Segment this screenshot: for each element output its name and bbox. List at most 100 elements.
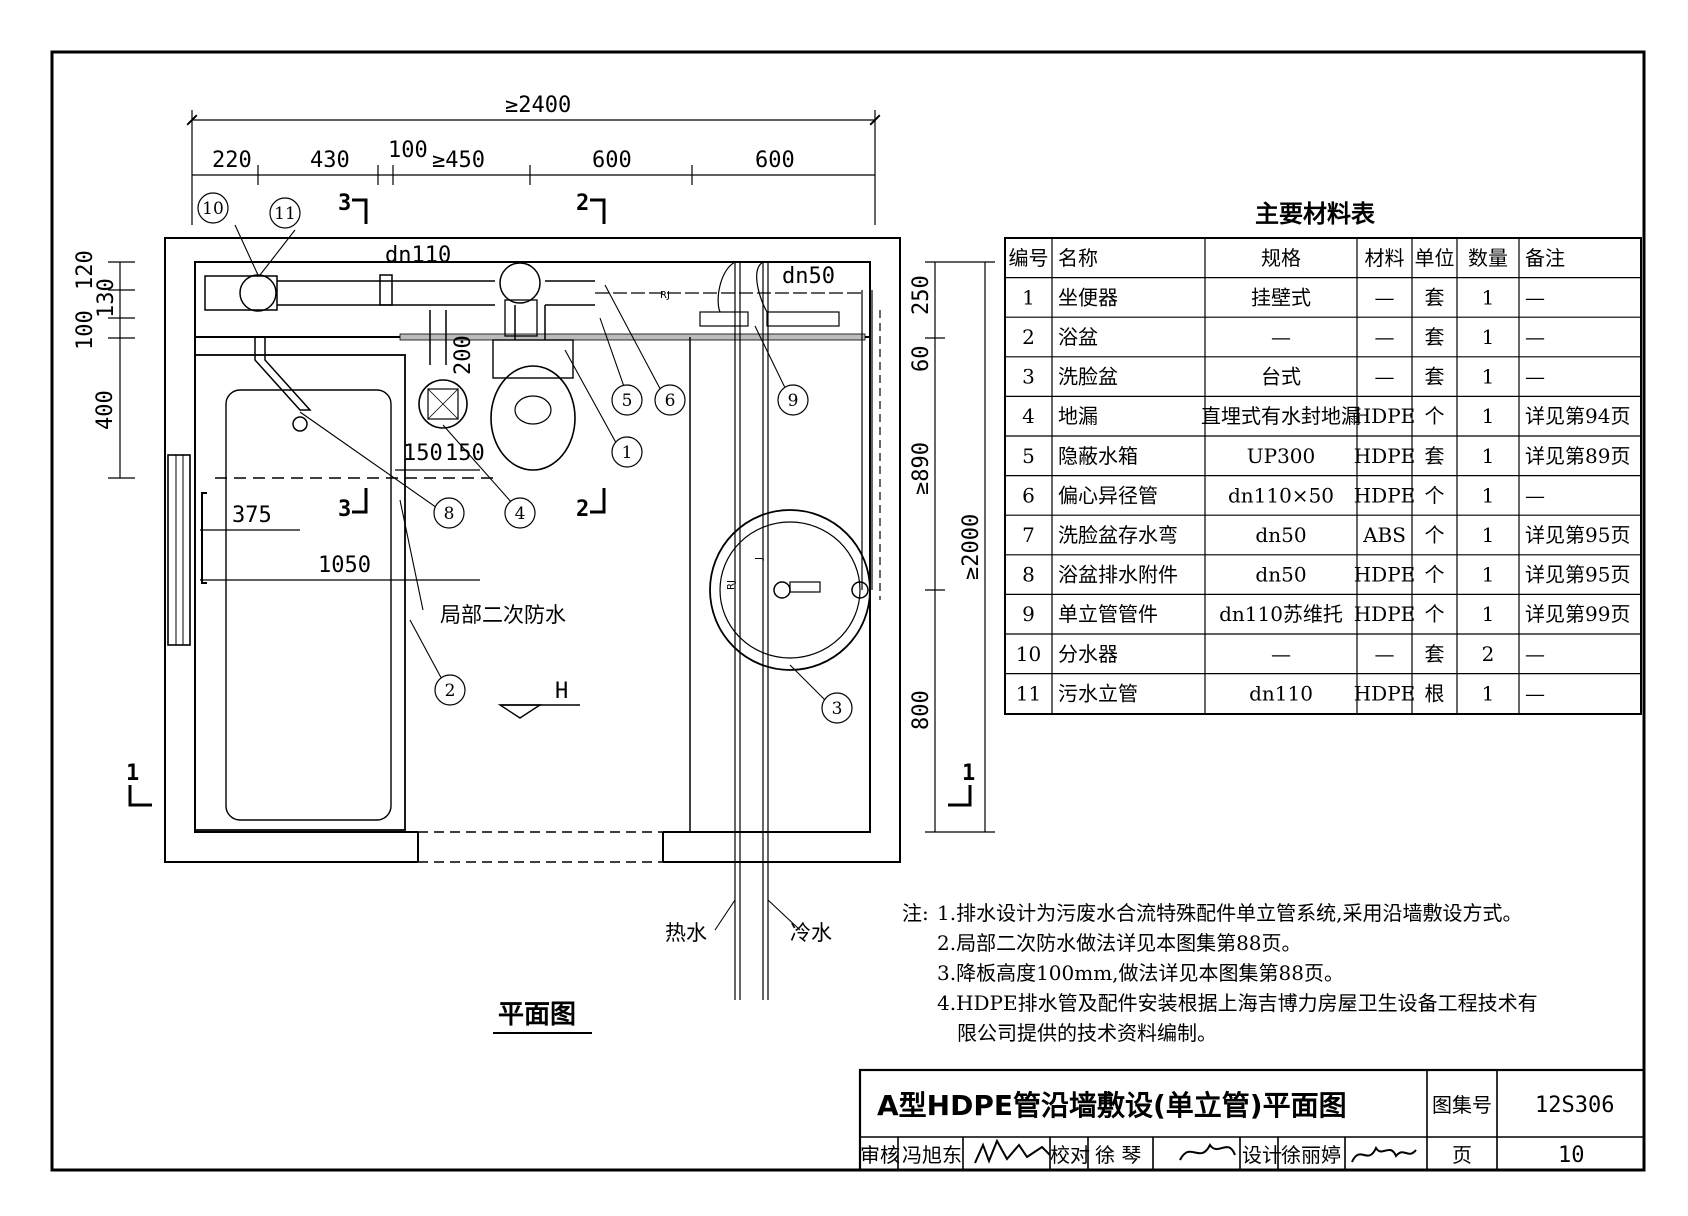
table-cell: 隐蔽水箱 [1058,444,1138,468]
table-cell: 1 [1482,444,1495,468]
inner-wall [194,261,871,833]
table-cell: 套 [1425,642,1445,666]
section-1-right: 1 [962,761,975,786]
table-cell: 根 [1425,681,1445,705]
table-cell: 9 [1022,602,1035,626]
outer-wall [164,237,901,863]
callout-3-text: 3 [832,699,843,719]
table-cell: 8 [1022,563,1035,587]
table-cell: 详见第95页 [1525,563,1630,587]
table-cell: 5 [1022,444,1035,468]
table-cell: 浴盆 [1058,325,1098,349]
review-label: 审核 [860,1143,900,1167]
floor-plan [164,237,901,1000]
dim-right-2000: ≥2000 [959,514,984,580]
table-header-cell: 名称 [1058,246,1098,270]
dim-450: ≥450 [432,148,485,173]
label-hot-water: 热水 [665,921,707,945]
table-cell: 详见第95页 [1525,523,1630,547]
table-cell: 2 [1022,325,1035,349]
table-cell: 1 [1482,483,1495,507]
callout-5 [611,384,643,416]
table-cell: 单立管管件 [1058,602,1158,626]
table-cell: — [1271,642,1291,666]
callout-5-text: 5 [622,391,633,411]
dim-total: ≥2400 [505,93,571,118]
table-cell: — [1375,365,1395,389]
table-cell: HDPE [1354,483,1416,507]
table-cell: 个 [1425,523,1445,547]
label-rj: RJ [660,290,670,301]
table-cell: 坐便器 [1058,285,1118,309]
callout-2 [434,674,466,706]
dim-600a: 600 [592,148,632,173]
table-cell: 套 [1425,325,1445,349]
drawing-title: A型HDPE管沿墙敷设(单立管)平面图 [877,1089,1347,1122]
table-header-cell: 编号 [1009,246,1049,270]
callout-8-text: 8 [444,504,455,524]
check-label: 校对 [1050,1143,1090,1167]
dim-1050: 1050 [318,553,371,578]
reviewer-signature [974,1138,1051,1164]
table-header-cell: 备注 [1525,246,1565,270]
label-dn110: dn110 [385,243,451,268]
design-label: 设计 [1242,1143,1282,1167]
atlas-number: 12S306 [1535,1093,1614,1118]
callout-10-text: 9 [788,391,799,411]
table-cell: 洗脸盆存水弯 [1058,523,1178,547]
dim-375: 375 [232,503,272,528]
table-cell: 4 [1022,404,1035,428]
table-cell: 1 [1482,325,1495,349]
table-cell: 2 [1482,642,1495,666]
table-cell: dn110×50 [1228,483,1334,507]
section-mark-lines [128,198,972,807]
plan-title: 平面图 [498,1000,576,1030]
table-cell: 浴盆排水附件 [1058,563,1178,587]
note-2: 2.局部二次防水做法详见本图集第88页。 [937,931,1302,955]
table-cell: 6 [1022,483,1035,507]
table-cell: 1 [1022,285,1035,309]
table-cell: HDPE [1354,404,1416,428]
callout-11-text: 11 [274,204,296,224]
table-cell: 直埋式有水封地漏 [1201,404,1361,428]
bathtub [194,354,406,831]
table-lines [1005,238,1641,714]
label-rj-vertical: RJ [726,580,737,590]
table-cell: dn50 [1255,563,1306,587]
dim-right-890: ≥890 [909,442,934,495]
checker-name: 徐 琴 [1095,1143,1141,1167]
table-cell: HDPE [1354,602,1416,626]
table-header-cell: 数量 [1468,246,1508,270]
dim-left-130: 130 [94,278,119,318]
wall-toilet [490,262,576,471]
leader-lines [234,224,831,931]
section-1-left: 1 [126,761,139,786]
callout-circles [197,192,853,724]
callout-1 [611,436,643,468]
table-cell: ABS [1362,523,1406,547]
dimension-lines [108,110,995,833]
table-cell: 偏心异径管 [1058,483,1158,507]
table-cell: 个 [1425,602,1445,626]
table-cell: HDPE [1354,444,1416,468]
note-1: 1.排水设计为污废水合流特殊配件单立管系统,采用沿墙敷设方式。 [937,901,1522,925]
label-level-h: H [555,679,568,704]
designer-name: 徐丽婷 [1281,1143,1341,1167]
section-3-bottom: 3 [338,497,351,522]
sheet-frame [50,50,1646,1172]
note-4: 4.HDPE排水管及配件安装根据上海吉博力房屋卫生设备工程技术有 [937,991,1538,1015]
dim-100: 100 [388,138,428,163]
table-cell: 11 [1016,681,1041,705]
notes-prefix: 注: [902,901,929,925]
dim-left-100: 100 [73,310,98,350]
table-header-cell: 规格 [1261,246,1301,270]
table-cell: 洗脸盆 [1058,365,1118,389]
wash-basin [709,509,871,671]
table-cell: — [1271,325,1291,349]
dim-left-120: 120 [73,250,98,290]
table-cell: 1 [1482,285,1495,309]
table-cell: — [1525,365,1545,389]
table-cell: dn110苏维托 [1219,602,1343,626]
